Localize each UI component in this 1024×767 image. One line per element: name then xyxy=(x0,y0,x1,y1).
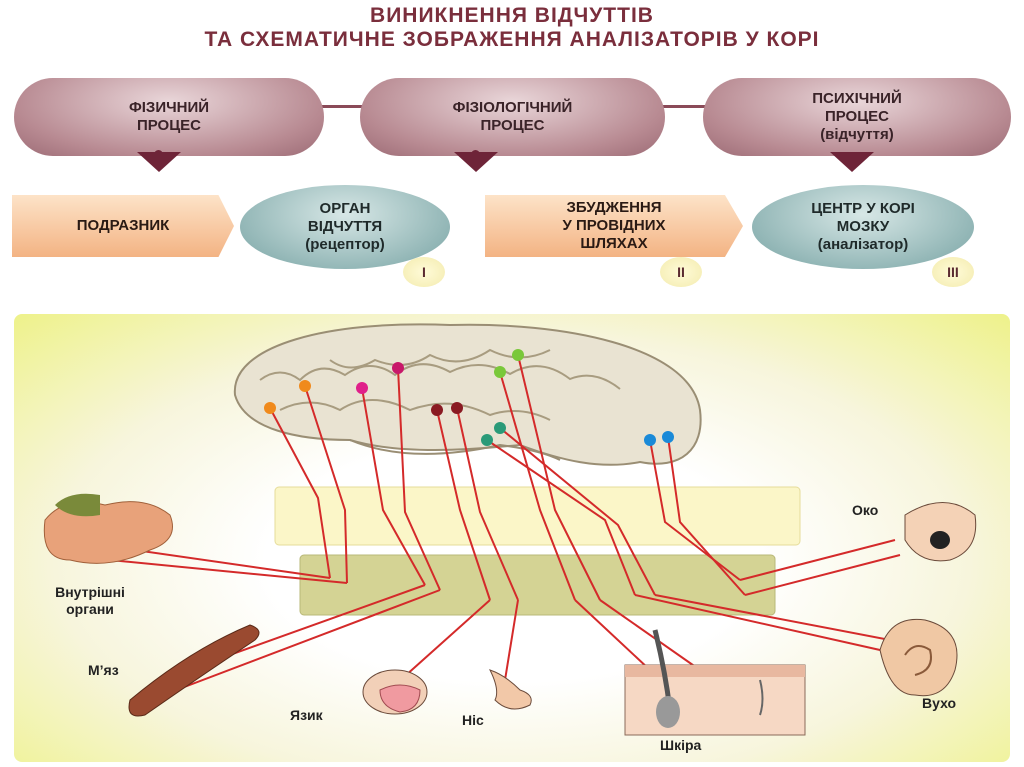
nerve-line xyxy=(486,439,636,596)
nerve-line xyxy=(269,407,331,579)
nerve-line xyxy=(517,354,601,601)
connector xyxy=(300,105,380,108)
nose-nerve xyxy=(504,599,519,681)
stage-badge: II xyxy=(660,257,702,287)
upper-relay-box xyxy=(274,486,801,546)
physical-process: ФІЗИЧНИЙ ПРОЦЕС xyxy=(14,78,324,156)
label-skin: Шкіра xyxy=(660,737,702,753)
stage-badge: I xyxy=(403,257,445,287)
label-internal-organs: Внутрішні органи xyxy=(55,584,125,617)
connector xyxy=(650,105,720,108)
stimulus-box: ПОДРАЗНИК xyxy=(12,195,234,257)
label-nose: Ніс xyxy=(462,712,484,728)
psychic-process: ПСИХІЧНИЙ ПРОЦЕС (відчуття) xyxy=(703,78,1011,156)
receptor-oval: ОРГАН ВІДЧУТТЯ (рецептор) xyxy=(240,185,450,269)
nerve-line xyxy=(361,387,426,586)
label-muscle: М’яз xyxy=(88,662,119,678)
ear-icon xyxy=(879,618,958,697)
tongue-icon xyxy=(362,669,428,715)
nerve-line xyxy=(499,371,576,601)
eye-icon xyxy=(904,502,977,562)
label-eye: Око xyxy=(852,502,879,518)
nerve-line xyxy=(304,385,348,584)
ear-nerve xyxy=(634,594,891,651)
nerve-pathways xyxy=(99,354,901,701)
physiological-process: ФІЗІОЛОГІЧНИЙ ПРОЦЕС xyxy=(360,78,665,156)
skin-icon xyxy=(624,629,806,736)
nose-icon xyxy=(489,669,532,710)
brain-icon xyxy=(233,323,702,466)
label-ear: Вухо xyxy=(922,695,957,711)
chevron-down-icon xyxy=(454,152,498,172)
nerve-line xyxy=(499,427,656,596)
chevron-down-icon xyxy=(137,152,181,172)
label-tongue: Язик xyxy=(290,707,323,723)
lower-relay-box xyxy=(299,554,776,616)
title-line-1: ВИНИКНЕННЯ ВІДЧУТТІВ xyxy=(370,4,654,27)
muscle-icon xyxy=(128,624,260,717)
chevron-down-icon xyxy=(830,152,874,172)
pathways-box: ЗБУДЖЕННЯ У ПРОВІДНИХ ШЛЯХАХ xyxy=(485,195,743,257)
title-line-2: ТА СХЕМАТИЧНЕ ЗОБРАЖЕННЯ АНАЛІЗАТОРІВ У … xyxy=(204,28,820,51)
nerve-line xyxy=(456,407,519,601)
receptor-pins xyxy=(264,349,674,446)
nerve-line xyxy=(397,367,441,591)
eye-nerve xyxy=(739,539,901,596)
stage-badge: III xyxy=(932,257,974,287)
internal-organs-icon xyxy=(43,493,173,564)
tongue-nerve xyxy=(394,599,491,686)
nerve-line xyxy=(667,436,746,596)
skin-nerve xyxy=(574,599,701,671)
nerve-line xyxy=(436,409,491,601)
center-oval: ЦЕНТР У КОРІ МОЗКУ (аналізатор) xyxy=(752,185,974,269)
